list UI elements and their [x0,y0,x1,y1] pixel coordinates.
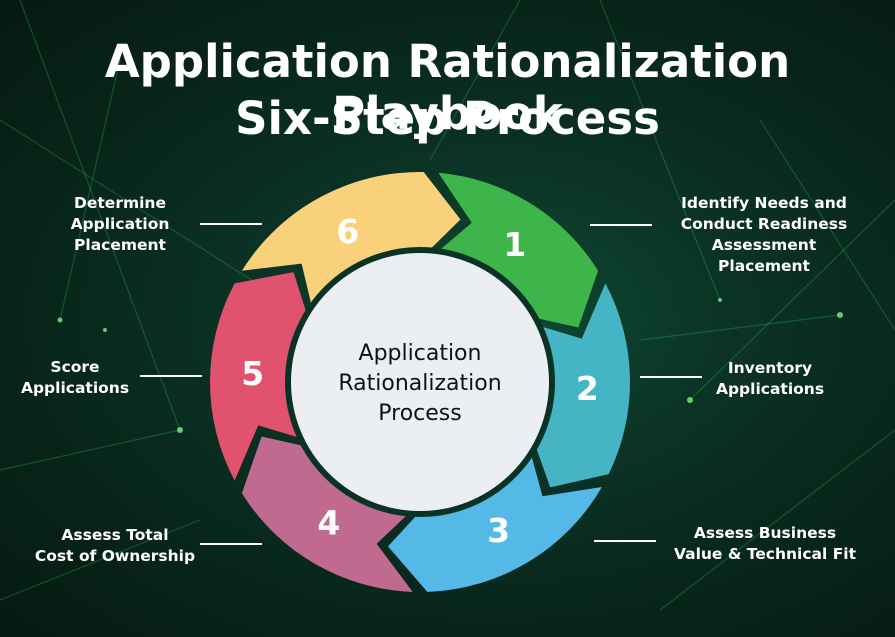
center-text-line3: Process [378,401,461,426]
step-2-connector [640,376,702,378]
step-6-arrow-segment [241,171,461,316]
step-2-number: 2 [576,369,599,408]
step-4-number: 4 [317,504,340,543]
step-1-connector [590,224,652,226]
step-1-arrow-segment [430,172,599,328]
step-6-number: 6 [336,212,359,251]
step-1-number: 1 [503,225,526,264]
step-4-connector [200,543,262,545]
step-4-arrow-segment [241,436,416,592]
step-3-arrow-segment [388,444,602,592]
step-6-connector [200,223,262,225]
center-text-line2: Rationalization [338,371,501,396]
step-3-number: 3 [487,511,510,550]
step-5-number: 5 [241,354,264,393]
step-3-connector [594,540,656,542]
step-5-arrow-segment [210,272,310,481]
step-5-connector [140,375,202,377]
center-circle [285,247,555,517]
center-text-line1: Application [359,341,482,366]
page-subtitle: Six-Step Process [235,92,660,145]
page-title: Application Rationalization Playbook [104,35,791,140]
step-2-arrow-segment [530,283,630,488]
